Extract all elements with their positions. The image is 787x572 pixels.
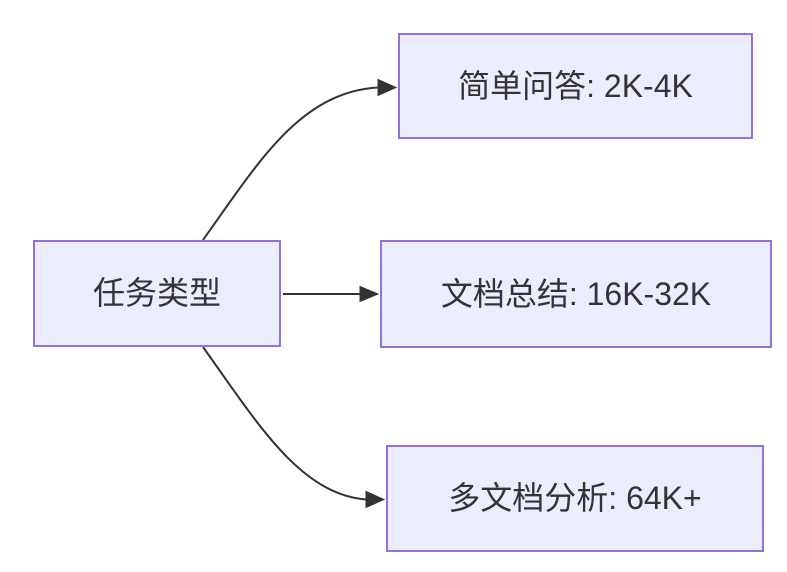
arrowhead-icon: [377, 78, 398, 97]
node-simple-qa: 简单问答: 2K-4K: [398, 33, 753, 139]
node-task-type: 任务类型: [33, 240, 281, 347]
arrowhead-icon: [359, 285, 380, 303]
arrowhead-icon: [365, 490, 386, 509]
edge-task-type-to-multi-doc: [202, 346, 367, 501]
node-doc-summary: 文档总结: 16K-32K: [380, 240, 772, 348]
node-task-type-label: 任务类型: [92, 275, 221, 312]
node-simple-qa-label: 简单问答: 2K-4K: [458, 67, 693, 104]
node-multi-doc-label: 多文档分析: 64K+: [448, 480, 702, 517]
node-doc-summary-label: 文档总结: 16K-32K: [440, 275, 712, 312]
edge-task-type-to-simple-qa: [202, 86, 379, 241]
node-multi-doc: 多文档分析: 64K+: [386, 445, 764, 552]
